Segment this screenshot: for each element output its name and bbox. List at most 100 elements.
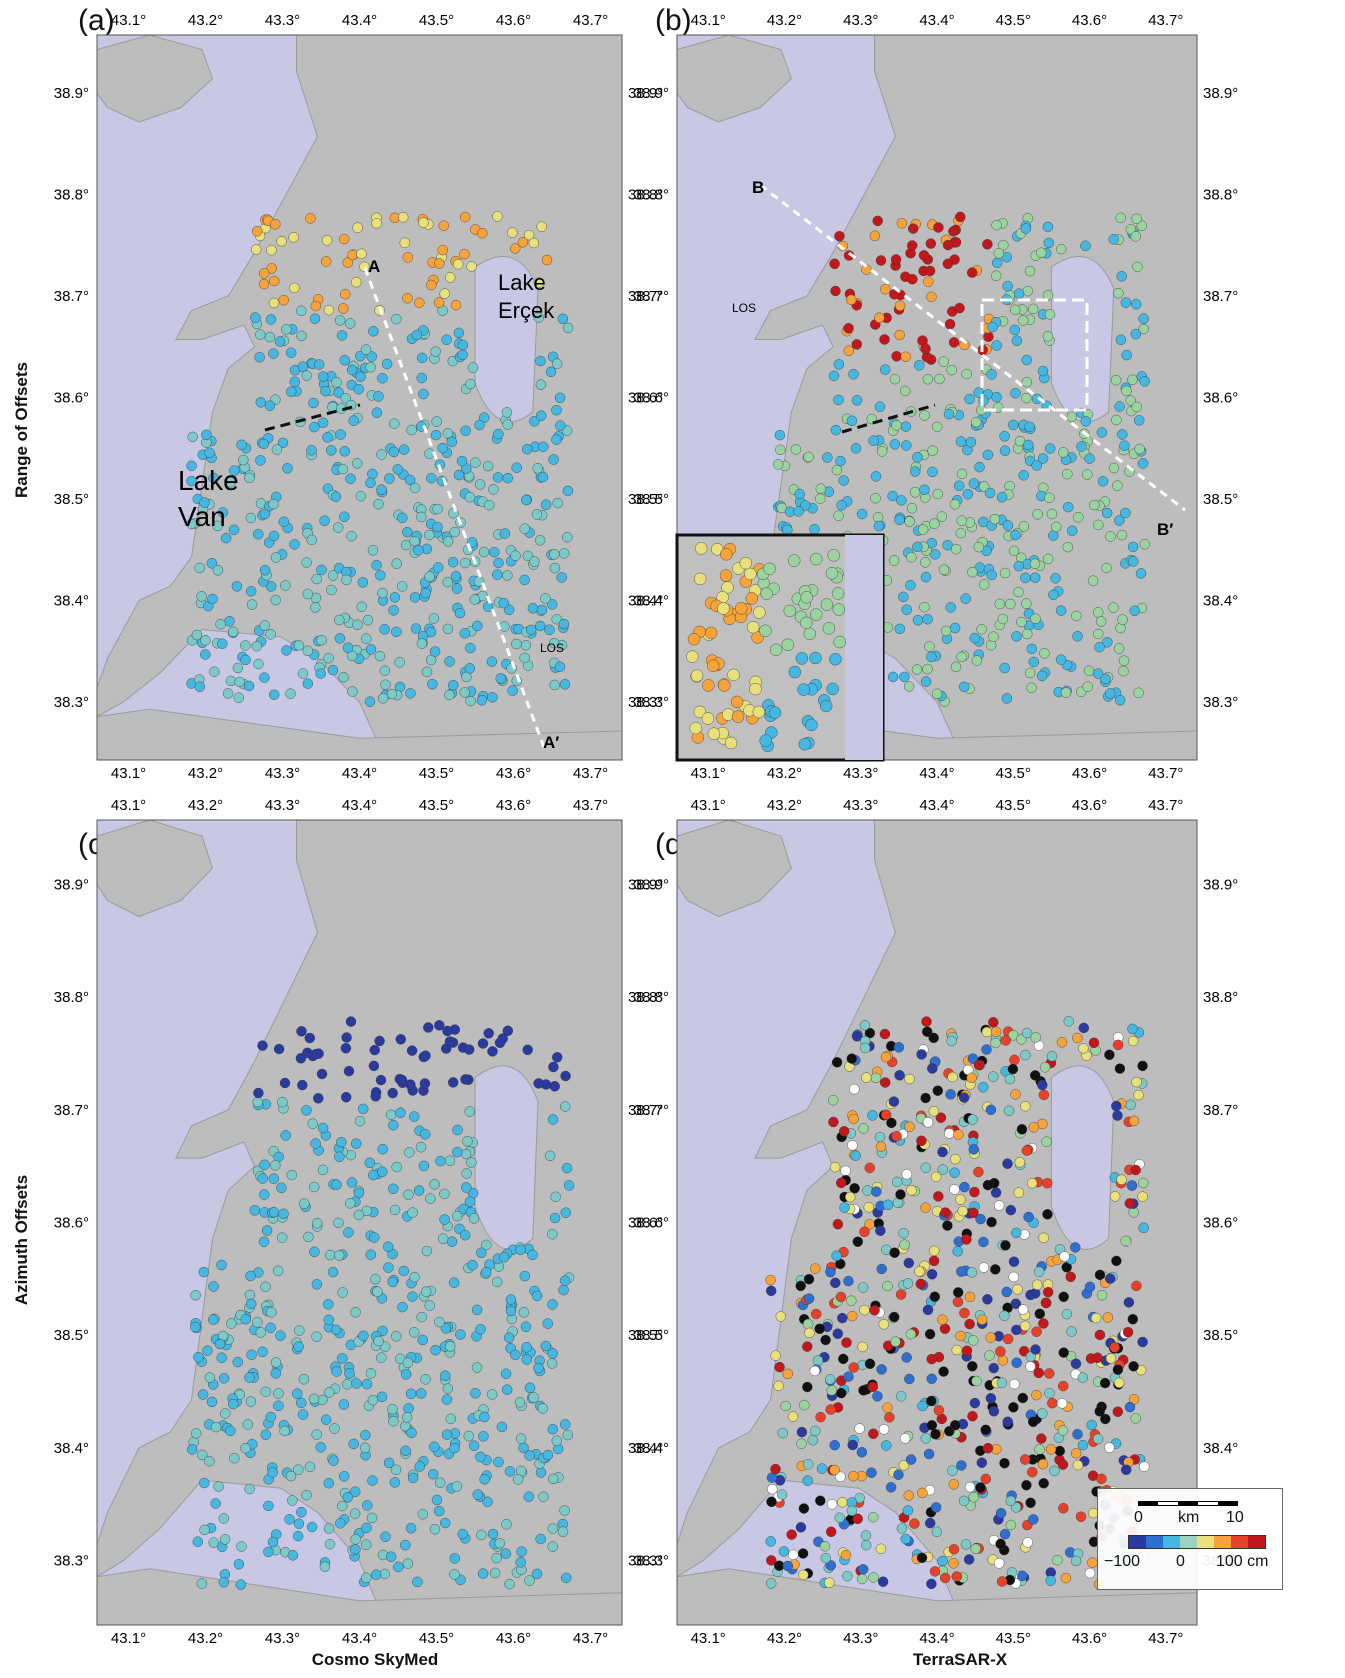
offset-point [420,1374,431,1385]
offset-point [1018,521,1030,532]
offset-point [538,441,549,452]
offset-point [502,570,513,581]
offset-point [340,1042,352,1054]
offset-point [940,1207,951,1218]
offset-point [268,530,280,542]
offset-point [358,1103,369,1115]
offset-point [446,436,457,448]
offset-point [449,1553,460,1564]
offset-point [1056,1037,1068,1048]
offset-point [562,1429,573,1441]
offset-point [999,445,1011,456]
offset-point [208,472,219,484]
offset-point [391,1161,402,1173]
offset-point [346,1177,358,1188]
offset-point [383,1457,395,1469]
offset-point [831,1057,843,1068]
offset-point [271,444,283,455]
offset-point [536,410,547,421]
offset-point [209,666,220,677]
offset-point [1082,469,1093,480]
offset-point [874,401,886,412]
offset-point [319,1561,331,1572]
inset-point [769,643,783,656]
offset-point [218,1513,230,1524]
offset-point [269,275,280,287]
lon-tick-label: 43.4° [342,797,377,814]
offset-point [244,1372,255,1383]
offset-point [1005,1519,1017,1531]
offset-point [826,1385,837,1396]
offset-point [999,567,1011,579]
offset-point [393,1561,404,1573]
offset-point [468,1440,480,1451]
offset-point [1112,1110,1123,1121]
offset-point [1059,1251,1070,1262]
map-frame [96,819,623,1626]
offset-point [388,446,400,458]
offset-point [1124,1198,1136,1209]
offset-point [444,656,455,667]
lon-tick-label: 43.7° [573,765,608,782]
offset-point [368,326,379,337]
offset-point [947,1071,958,1083]
offset-point [550,1191,561,1203]
offset-point [342,257,353,268]
offset-point [955,211,966,223]
offset-point [444,1036,456,1047]
offset-point [834,1512,845,1523]
offset-point [292,1530,304,1542]
offset-point [296,1506,307,1518]
inset-point [759,734,772,747]
offset-point [1037,1458,1049,1470]
offset-point [859,1019,871,1031]
offset-point [1042,331,1054,342]
offset-point [260,1429,271,1440]
offset-point [560,1070,571,1082]
offset-point [510,550,521,561]
offset-point [955,1330,966,1342]
offset-point [1089,499,1100,511]
offset-point [549,1081,560,1092]
lat-tick-label: 38.4° [634,593,669,610]
offset-point [995,1346,1006,1357]
offset-point [810,1263,821,1274]
offset-point [869,230,881,242]
offset-point [510,1349,521,1361]
offset-point [920,343,931,354]
offset-point [912,615,924,626]
offset-point [434,1316,445,1328]
offset-point [447,557,459,568]
inset-point [727,668,740,682]
offset-point [273,1400,284,1412]
lat-tick-label: 38.4° [628,1440,663,1457]
offset-point [1026,1178,1038,1189]
offset-point [852,1513,863,1525]
offset-point [931,1526,943,1538]
offset-point [335,429,346,440]
lat-tick-label: 38.6° [54,1215,89,1232]
offset-point [810,1425,821,1437]
offset-point [493,557,504,569]
offset-point [407,1291,418,1302]
offset-point [376,1352,387,1363]
offset-point [847,1310,858,1322]
inset-point [694,572,707,586]
offset-point [995,1538,1006,1550]
offset-point [362,614,374,626]
offset-point [417,1334,428,1346]
offset-point [1128,1361,1139,1372]
offset-point [953,1129,964,1140]
inset-point [797,683,810,696]
offset-point [890,1336,901,1347]
offset-point [1072,1459,1084,1471]
offset-point [848,1362,859,1373]
offset-point [860,1042,871,1054]
offset-point [260,1281,271,1293]
offset-point [1138,313,1149,324]
offset-point [922,663,933,675]
offset-point [1021,628,1033,640]
offset-point [1014,1157,1025,1168]
offset-point [1039,1062,1051,1073]
offset-point [1005,1495,1016,1507]
